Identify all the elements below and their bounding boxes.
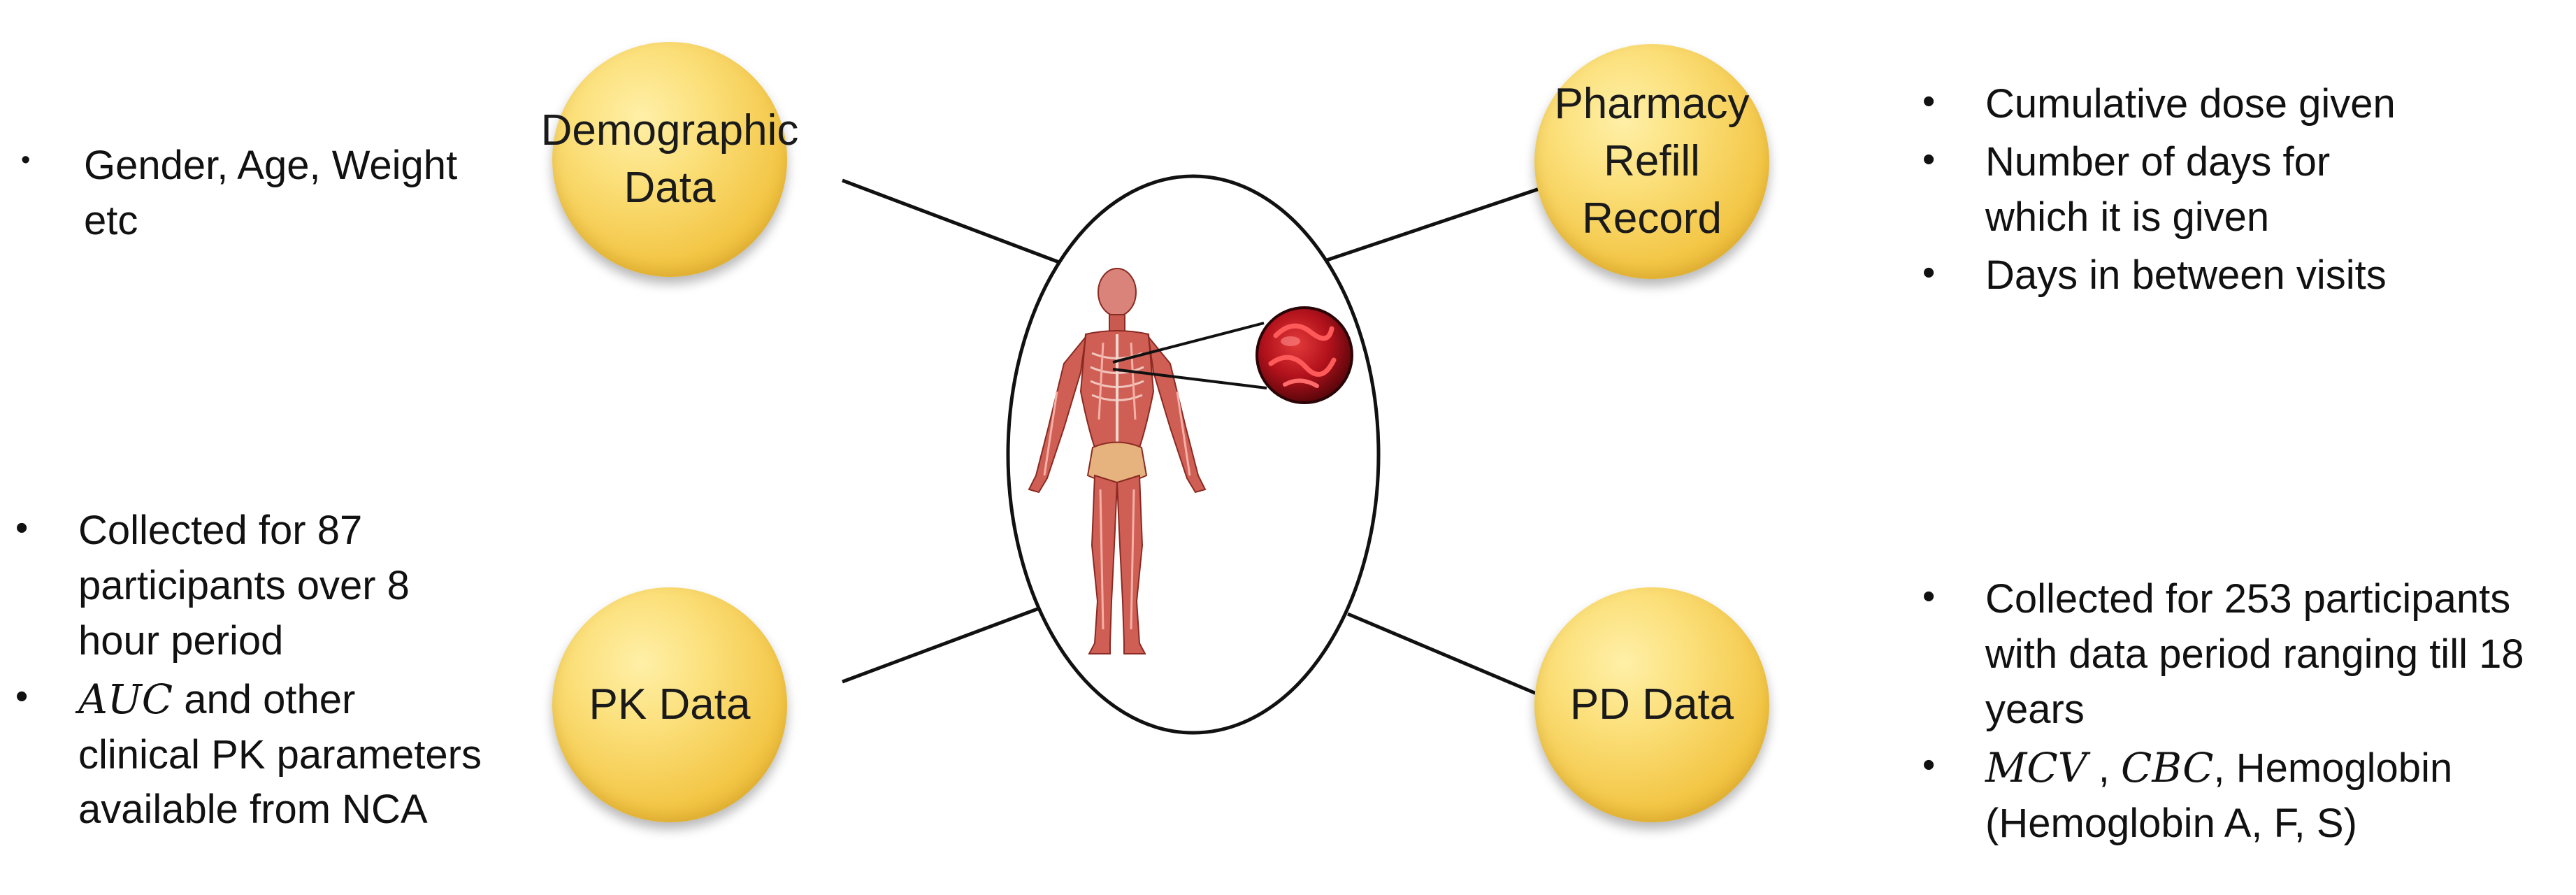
demographic-bullets: Gender, Age, Weight etc: [21, 138, 510, 260]
pharmacy-bullets: Cumulative dose given Number of days for…: [1922, 77, 2559, 315]
bullet-item: Cumulative dose given: [1922, 77, 2559, 132]
node-demographic-label: Demographic Data: [540, 106, 799, 212]
bullet-text: Collected for 87 participants over 8 hou…: [78, 508, 410, 664]
red-blood-cell-icon: [1255, 306, 1353, 404]
connector-pk: [842, 605, 1044, 684]
bullet-item: AUC and other clinical PK parameters ava…: [15, 672, 526, 838]
bullet-text: Number of days for which it is given: [1985, 138, 2331, 240]
math-separator: ,: [2087, 745, 2121, 791]
bullet-text: Cumulative dose given: [1985, 81, 2396, 127]
node-pharmacy-label: Pharmacy Refill Record: [1554, 80, 1750, 243]
bullet-item: Collected for 87 participants over 8 hou…: [15, 503, 526, 669]
node-pk-data: PK Data: [552, 587, 787, 822]
bullet-item: Gender, Age, Weight etc: [21, 138, 510, 249]
bullet-text: Days in between visits: [1985, 252, 2387, 298]
node-pd-data: PD Data: [1534, 587, 1769, 822]
connector-pd: [1347, 612, 1542, 698]
math-mcv: MCV: [1985, 743, 2087, 792]
node-demographic-data: Demographic Data: [541, 42, 798, 277]
bullet-text: Gender, Age, Weight etc: [84, 143, 458, 243]
connector-pharmacy: [1326, 185, 1544, 262]
bullet-text: Collected for 253 participants with data…: [1985, 576, 2524, 732]
bullet-text: , Hemoglobin (Hemoglobin A, F, S): [1985, 745, 2453, 846]
bullet-item: Number of days for which it is given: [1922, 135, 2559, 245]
node-pk-label: PK Data: [589, 680, 751, 729]
node-pd-label: PD Data: [1569, 680, 1734, 729]
connector-demographic: [842, 178, 1060, 264]
pointer-line-lower: [1112, 368, 1267, 389]
bullet-item: Days in between visits: [1922, 248, 2559, 303]
math-cbc: CBC: [2121, 743, 2214, 792]
pd-bullets: Collected for 253 participants with data…: [1922, 572, 2576, 862]
bullet-text: and other clinical PK parameters availab…: [78, 676, 482, 833]
bullet-item: MCV , CBC, Hemoglobin (Hemoglobin A, F, …: [1922, 740, 2576, 852]
bullet-item: Collected for 253 participants with data…: [1922, 572, 2576, 738]
pk-bullets: Collected for 87 participants over 8 hou…: [15, 503, 526, 849]
math-auc: AUC: [78, 675, 173, 723]
node-pharmacy-refill-record: Pharmacy Refill Record: [1534, 44, 1769, 279]
pointer-line-upper: [1112, 322, 1265, 364]
